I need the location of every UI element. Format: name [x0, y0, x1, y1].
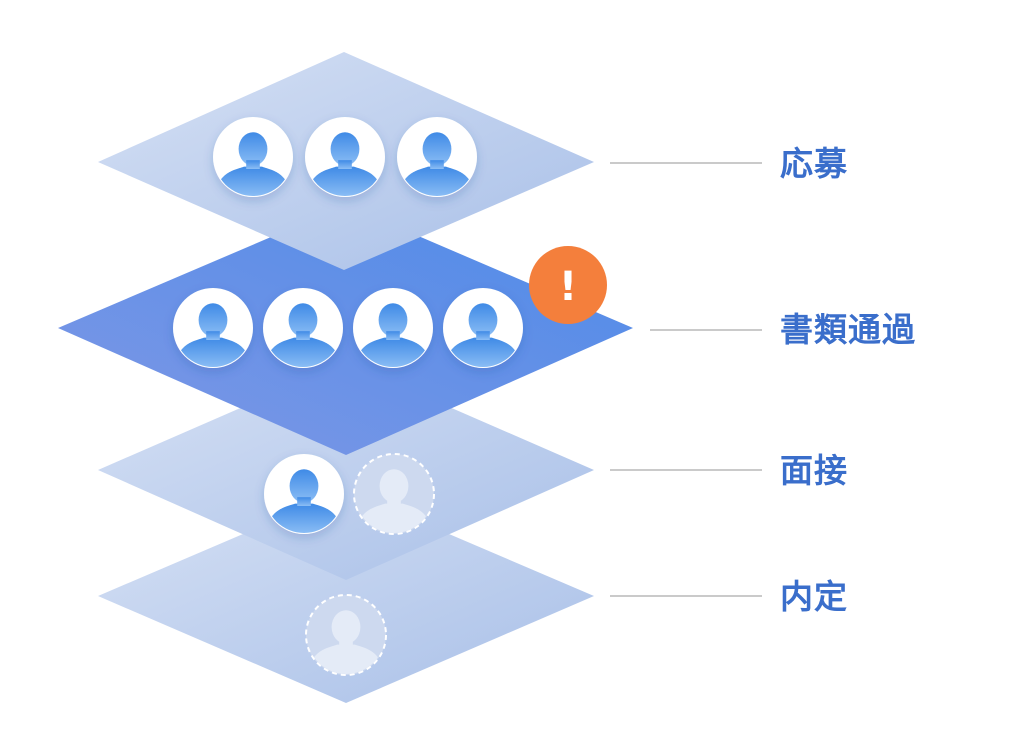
avatar-icon	[173, 288, 253, 368]
avatar-icon	[263, 288, 343, 368]
avatar-icon	[264, 454, 344, 534]
avatar-placeholder-icon	[353, 453, 435, 535]
avatar-icon	[443, 288, 523, 368]
layer-oubo	[98, 52, 762, 270]
stage-label-naitei: 内定	[780, 577, 848, 616]
avatar-icon	[213, 117, 293, 197]
stage-label-shorui-tsuka: 書類通過	[780, 310, 916, 349]
layer-shorui-tsuka: !	[58, 205, 762, 455]
exclamation-icon: !	[529, 246, 607, 324]
avatar-icon	[305, 117, 385, 197]
stage-label-oubo: 応募	[780, 144, 848, 183]
layer-diamond-highlighted	[58, 205, 633, 455]
layer-naitei	[98, 490, 762, 703]
layer-diamond	[98, 362, 594, 580]
layer-mensetsu	[98, 362, 762, 580]
warning-symbol: !	[559, 264, 577, 310]
avatar-icon	[397, 117, 477, 197]
stage-label-mensetsu: 面接	[780, 451, 848, 490]
avatar-placeholder-icon	[305, 594, 387, 676]
avatar-icon	[353, 288, 433, 368]
